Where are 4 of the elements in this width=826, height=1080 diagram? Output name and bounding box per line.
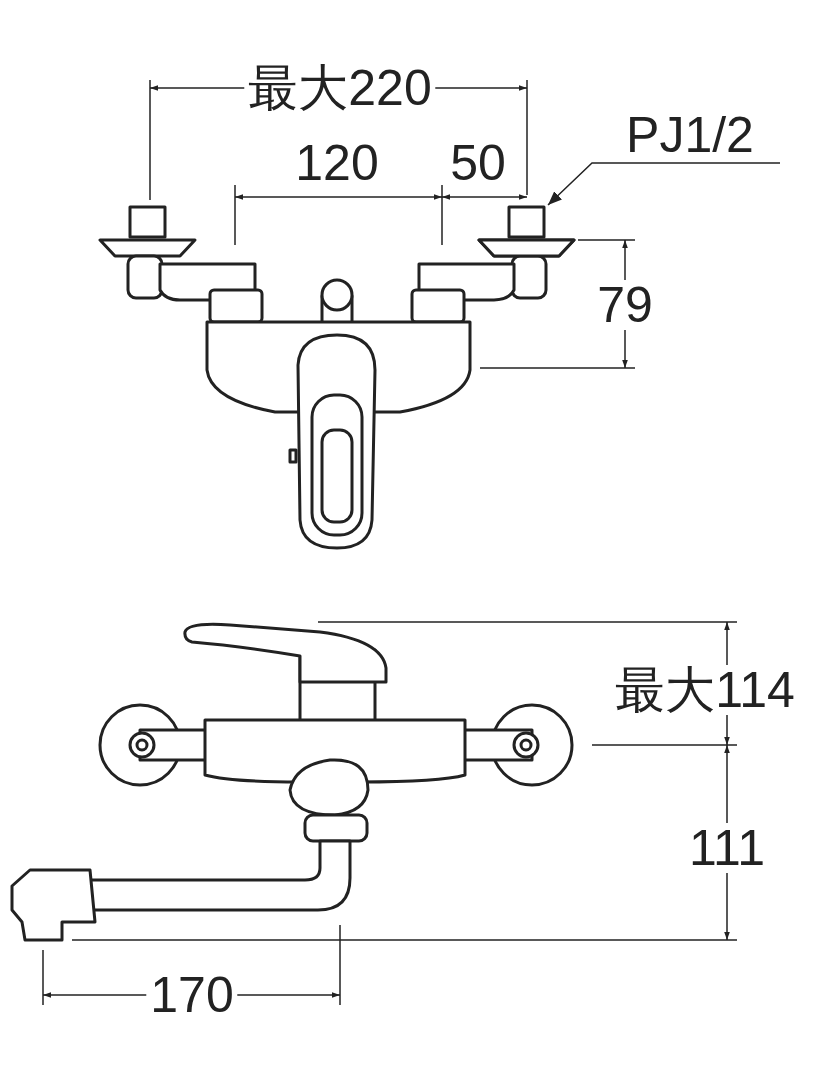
leader-line — [547, 162, 781, 206]
inlet-fitting — [477, 205, 576, 258]
size-label: PJ1/2 — [622, 110, 758, 160]
dimension-label: 最大220 — [244, 63, 436, 113]
